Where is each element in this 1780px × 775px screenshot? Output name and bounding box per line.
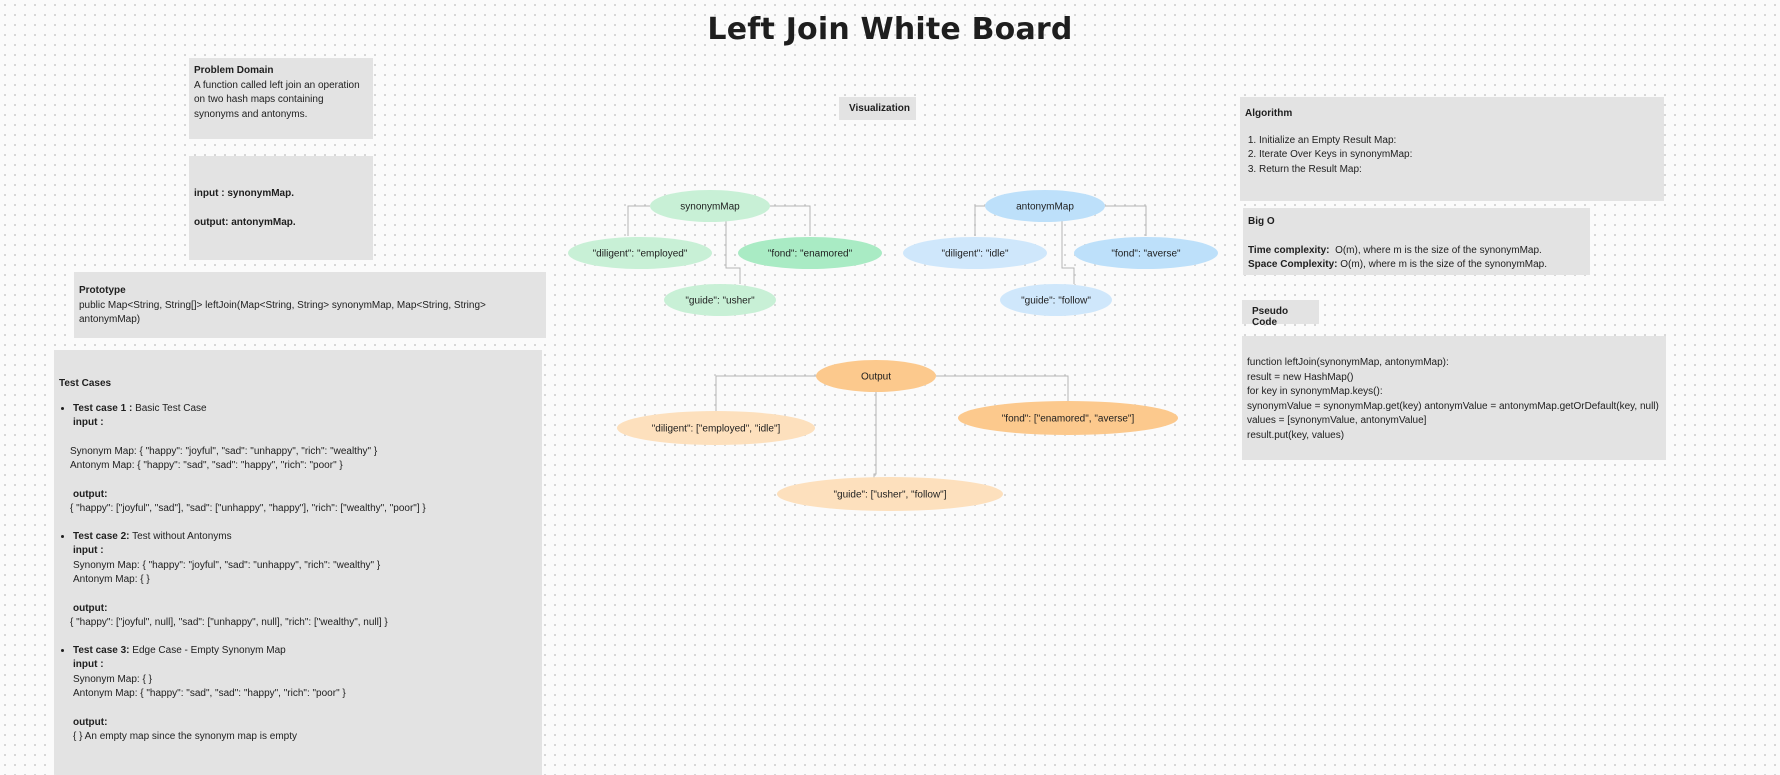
time-complexity-label: Time complexity: bbox=[1248, 244, 1330, 256]
antonym-child-label: "guide": "follow" bbox=[1021, 296, 1091, 307]
problem-domain-line: synonyms and antonyms. bbox=[194, 108, 308, 120]
antonym-child-label: "diligent": "idle" bbox=[941, 249, 1008, 260]
test-case-input-label: input : bbox=[73, 417, 104, 428]
output-child-label: "guide": ["usher", "follow"] bbox=[833, 490, 946, 501]
pseudo-code-label[interactable]: Pseudo Code bbox=[1242, 300, 1319, 328]
output-child-node bbox=[617, 411, 815, 445]
output-node bbox=[816, 360, 936, 392]
connectors bbox=[627, 205, 1147, 478]
test-case-label: Test case 3: bbox=[73, 644, 130, 656]
problem-domain-line: A function called left join an operation bbox=[194, 79, 360, 91]
prototype-signature-cont: antonymMap) bbox=[79, 314, 141, 325]
test-case-input-label: input : bbox=[73, 545, 104, 556]
antonym-child-label: "fond": "averse" bbox=[1111, 249, 1181, 260]
test-case-output-label: output: bbox=[73, 488, 108, 500]
page-title: Left Join White Board bbox=[707, 12, 1073, 47]
test-case-name: Edge Case - Empty Synonym Map bbox=[132, 644, 286, 656]
antonym-map-node bbox=[985, 190, 1105, 222]
prototype-signature: public Map<String, String[]> leftJoin(Ma… bbox=[79, 299, 486, 311]
connector-line bbox=[725, 221, 741, 284]
test-case-output: { "happy": ["joyful", null], "sad": ["un… bbox=[70, 617, 388, 628]
big-o-card[interactable]: Big O Time complexity: O(m), where m is … bbox=[1243, 208, 1590, 275]
synonym-child-label: "diligent": "employed" bbox=[593, 249, 688, 260]
connector-line bbox=[627, 205, 650, 236]
synonym-child-node bbox=[664, 284, 776, 316]
connector-line bbox=[1104, 205, 1147, 236]
synonym-child-label: "fond": "enamored" bbox=[768, 249, 853, 260]
pseudo-code-line: synonymValue = synonymMap.get(key) anton… bbox=[1247, 400, 1659, 412]
algorithm-step: Return the Result Map: bbox=[1259, 163, 1659, 178]
time-complexity-value: O(m), where m is the size of the synonym… bbox=[1335, 244, 1542, 256]
test-case-output-label: output: bbox=[73, 716, 108, 728]
test-case-label: Test case 2: bbox=[73, 530, 130, 542]
algorithm-heading: Algorithm bbox=[1245, 108, 1293, 119]
connector-line bbox=[769, 205, 811, 236]
algorithm-card[interactable]: Algorithm Initialize an Empty Result Map… bbox=[1240, 97, 1664, 201]
test-case-item: Test case 1 : Basic Test Case input : Sy… bbox=[70, 402, 537, 517]
algorithm-step: Iterate Over Keys in synonymMap: bbox=[1259, 148, 1659, 163]
output-child-label: "fond": ["enamored", "averse"] bbox=[1002, 414, 1135, 425]
test-case-input-line: Antonym Map: { "happy": "sad", "sad": "h… bbox=[70, 460, 343, 471]
algorithm-step: Initialize an Empty Result Map: bbox=[1259, 134, 1659, 149]
connector-line bbox=[936, 375, 1069, 401]
problem-domain-line: on two hash maps containing bbox=[194, 94, 324, 105]
big-o-heading: Big O bbox=[1248, 216, 1275, 227]
problem-domain-heading: Problem Domain bbox=[194, 65, 274, 76]
connector-line bbox=[715, 375, 817, 411]
test-case-output-label: output: bbox=[73, 602, 108, 614]
antonym-map-label: antonymMap bbox=[1016, 202, 1074, 213]
synonym-child-node bbox=[738, 237, 882, 269]
pseudo-code-line: values = [synonymValue, antonymValue] bbox=[1247, 415, 1427, 426]
pseudo-code-line: result.put(key, values) bbox=[1247, 429, 1345, 441]
prototype-heading: Prototype bbox=[79, 285, 126, 296]
connector-line bbox=[1061, 221, 1075, 284]
space-complexity-label: Space Complexity: bbox=[1248, 259, 1338, 270]
pseudo-code-line: for key in synonymMap.keys(): bbox=[1247, 386, 1383, 397]
synonym-child-node bbox=[568, 237, 712, 269]
space-complexity-value: O(m), where m is the size of the synonym… bbox=[1340, 259, 1547, 270]
pseudo-code-line: result = new HashMap() bbox=[1247, 371, 1354, 383]
output-child-node bbox=[958, 401, 1178, 435]
test-case-input-line: Antonym Map: { "happy": "sad", "sad": "h… bbox=[73, 688, 346, 699]
test-case-output: { } An empty map since the synonym map i… bbox=[73, 731, 297, 742]
test-cases-card[interactable]: Test Cases Test case 1 : Basic Test Case… bbox=[54, 350, 542, 775]
space-complexity-row: Space Complexity: O(m), where m is the s… bbox=[1248, 258, 1585, 273]
output-child-label: "diligent": ["employed", "idle"] bbox=[652, 424, 781, 435]
test-case-label: Test case 1 : bbox=[73, 402, 133, 414]
synonym-map-label: synonymMap bbox=[680, 202, 740, 213]
time-complexity-row: Time complexity: O(m), where m is the si… bbox=[1248, 244, 1585, 259]
test-case-input-label: input : bbox=[73, 659, 104, 670]
test-case-input-line: Synonym Map: { "happy": "joyful", "sad":… bbox=[70, 445, 378, 457]
test-case-input-line: Antonym Map: { } bbox=[73, 574, 150, 585]
pseudo-code-card[interactable]: function leftJoin(synonymMap, antonymMap… bbox=[1242, 336, 1666, 460]
test-case-name: Basic Test Case bbox=[135, 402, 207, 414]
test-case-item: Test case 2: Test without Antonyms input… bbox=[70, 530, 537, 631]
test-case-output: { "happy": ["joyful", "sad"], "sad": ["u… bbox=[70, 503, 426, 514]
visualization-label[interactable]: Visualization bbox=[839, 97, 916, 120]
antonym-child-node bbox=[1074, 237, 1218, 269]
synonym-child-label: "guide": "usher" bbox=[685, 296, 755, 307]
antonym-child-node bbox=[1000, 284, 1112, 316]
test-case-item: Test case 3: Edge Case - Empty Synonym M… bbox=[73, 644, 537, 745]
test-case-input-line: Synonym Map: { } bbox=[73, 673, 152, 685]
synonym-map-node bbox=[650, 190, 770, 222]
input-output-card[interactable]: input : synonymMap. output: antonymMap. bbox=[189, 156, 373, 260]
test-case-name: Test without Antonyms bbox=[132, 530, 232, 542]
output-child-node bbox=[777, 477, 1003, 511]
pseudo-code-line: function leftJoin(synonymMap, antonymMap… bbox=[1247, 357, 1449, 368]
prototype-card[interactable]: Prototype public Map<String, String[]> l… bbox=[74, 272, 546, 338]
test-case-input-line: Synonym Map: { "happy": "joyful", "sad":… bbox=[73, 559, 381, 571]
output-label: Output bbox=[861, 372, 891, 383]
connector-line bbox=[974, 205, 985, 236]
problem-domain-card[interactable]: Problem Domain A function called left jo… bbox=[189, 58, 373, 139]
connector-line bbox=[873, 392, 877, 478]
test-cases-heading: Test Cases bbox=[59, 378, 112, 389]
input-label: input : synonymMap. bbox=[194, 188, 294, 199]
output-label: output: antonymMap. bbox=[194, 216, 296, 228]
antonym-child-node bbox=[903, 237, 1047, 269]
